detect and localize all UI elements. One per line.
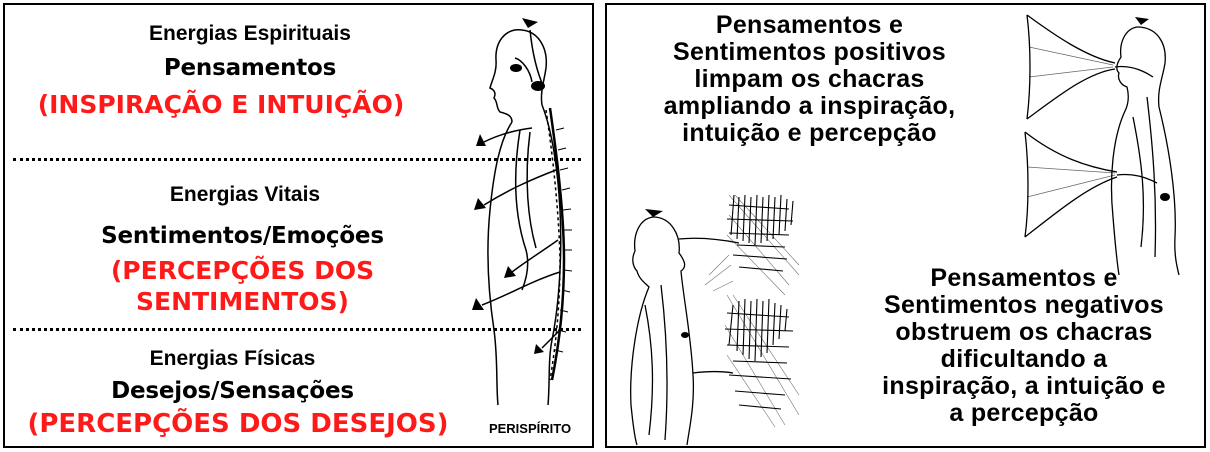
spiritual-title: Pensamentos <box>163 55 337 81</box>
vital-energy-heading: Energias Vitais <box>169 183 321 206</box>
negative-line: inspiração, a intuição e <box>882 372 1166 400</box>
physical-energy-heading: Energias Físicas <box>149 347 316 370</box>
negative-text: Pensamentos e Sentimentos negativos obst… <box>840 264 1204 427</box>
positive-text: Pensamentos e Sentimentos positivos limp… <box>607 12 1012 147</box>
negative-line: Pensamentos e <box>930 264 1118 292</box>
negative-line: dificultando a <box>940 345 1108 373</box>
spiritual-perception: (INSPIRAÇÃO E INTUIÇÃO) <box>37 90 405 119</box>
spiritual-energy-heading: Energias Espirituais <box>149 22 351 45</box>
negative-line: Sentimentos negativos <box>884 291 1164 319</box>
positive-line: ampliando a inspiração, <box>663 92 956 120</box>
negative-line: obstruem os chacras <box>895 318 1153 346</box>
physical-title: Desejos/Sensações <box>111 378 354 404</box>
obstructed-chakras-figure-illustration <box>630 195 800 446</box>
dotted-separator-top <box>13 158 581 161</box>
open-chakras-figure-illustration <box>1024 14 1180 276</box>
vital-perception-line2: SENTIMENTOS) <box>136 287 349 316</box>
perispirit-figure-illustration <box>472 18 573 406</box>
chakras-panel: Pensamentos e Sentimentos positivos limp… <box>605 3 1206 448</box>
positive-line: Pensamentos e <box>715 11 904 39</box>
energies-panel: Energias Espirituais Pensamentos (INSPIR… <box>3 3 594 448</box>
perispirito-label: PERISPÍRITO <box>488 421 572 436</box>
vital-perception-line1: (PERCEPÇÕES DOS <box>110 256 375 285</box>
dotted-separator-bottom <box>13 328 581 331</box>
negative-line: a percepção <box>949 399 1099 427</box>
positive-line: limpam os chacras <box>694 65 925 93</box>
positive-line: intuição e percepção <box>682 119 937 147</box>
physical-perception: (PERCEPÇÕES DOS DESEJOS) <box>27 409 449 439</box>
positive-line: Sentimentos positivos <box>672 38 946 66</box>
vital-title: Sentimentos/Emoções <box>101 223 384 249</box>
